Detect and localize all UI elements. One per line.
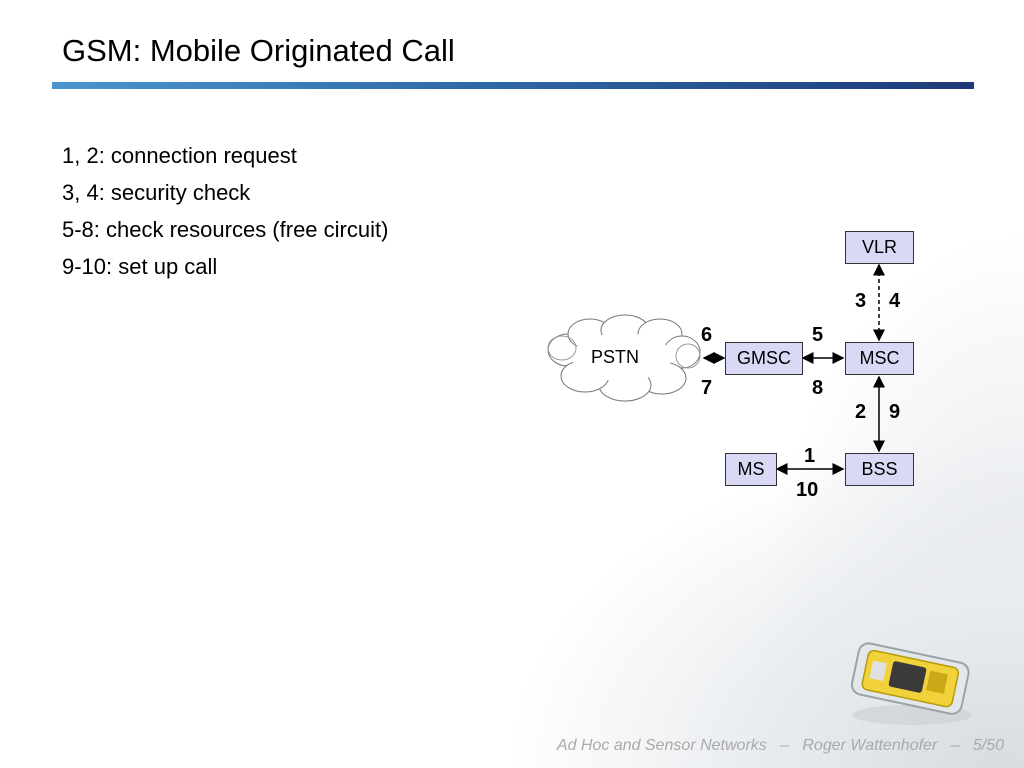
step-label-5: 5 (812, 324, 824, 346)
step-label-1: 1 (804, 445, 816, 467)
bullet-item: 1, 2: connection request (62, 143, 297, 168)
bullet-item: 5-8: check resources (free circuit) (62, 217, 389, 242)
step-label-10: 10 (796, 479, 819, 501)
footer-separator: – (780, 737, 790, 754)
pstn-cloud-outline-echo (547, 335, 701, 369)
title-underline-bar (52, 82, 974, 89)
step-label-2: 2 (855, 401, 867, 423)
step-label-3: 3 (855, 290, 867, 312)
step-label-4: 4 (889, 290, 901, 312)
step-label-9: 9 (889, 401, 901, 423)
bullet-list: 1, 2: connection request 3, 4: security … (62, 137, 388, 285)
step-label-7: 7 (701, 377, 713, 399)
footer-author: Roger Wattenhofer (802, 737, 938, 754)
slide-footer: Ad Hoc and Sensor Networks – Roger Watte… (557, 737, 1004, 755)
gmsc-node: GMSC (725, 342, 803, 375)
pstn-cloud-icon (547, 314, 701, 402)
vlr-node: VLR (845, 231, 914, 264)
step-label-8: 8 (812, 377, 824, 399)
bss-node: BSS (845, 453, 914, 486)
msc-node: MSC (845, 342, 914, 375)
sensor-node-device-image (850, 642, 972, 725)
slide-title: GSM: Mobile Originated Call (62, 33, 455, 68)
bullet-item: 3, 4: security check (62, 180, 251, 205)
ms-node: MS (725, 453, 777, 486)
bullet-item: 9-10: set up call (62, 254, 218, 279)
footer-separator: – (950, 737, 960, 754)
pstn-label: PSTN (591, 347, 640, 367)
step-label-6: 6 (701, 324, 713, 346)
footer-course: Ad Hoc and Sensor Networks (556, 737, 767, 754)
footer-page-number: 5/50 (972, 737, 1004, 754)
